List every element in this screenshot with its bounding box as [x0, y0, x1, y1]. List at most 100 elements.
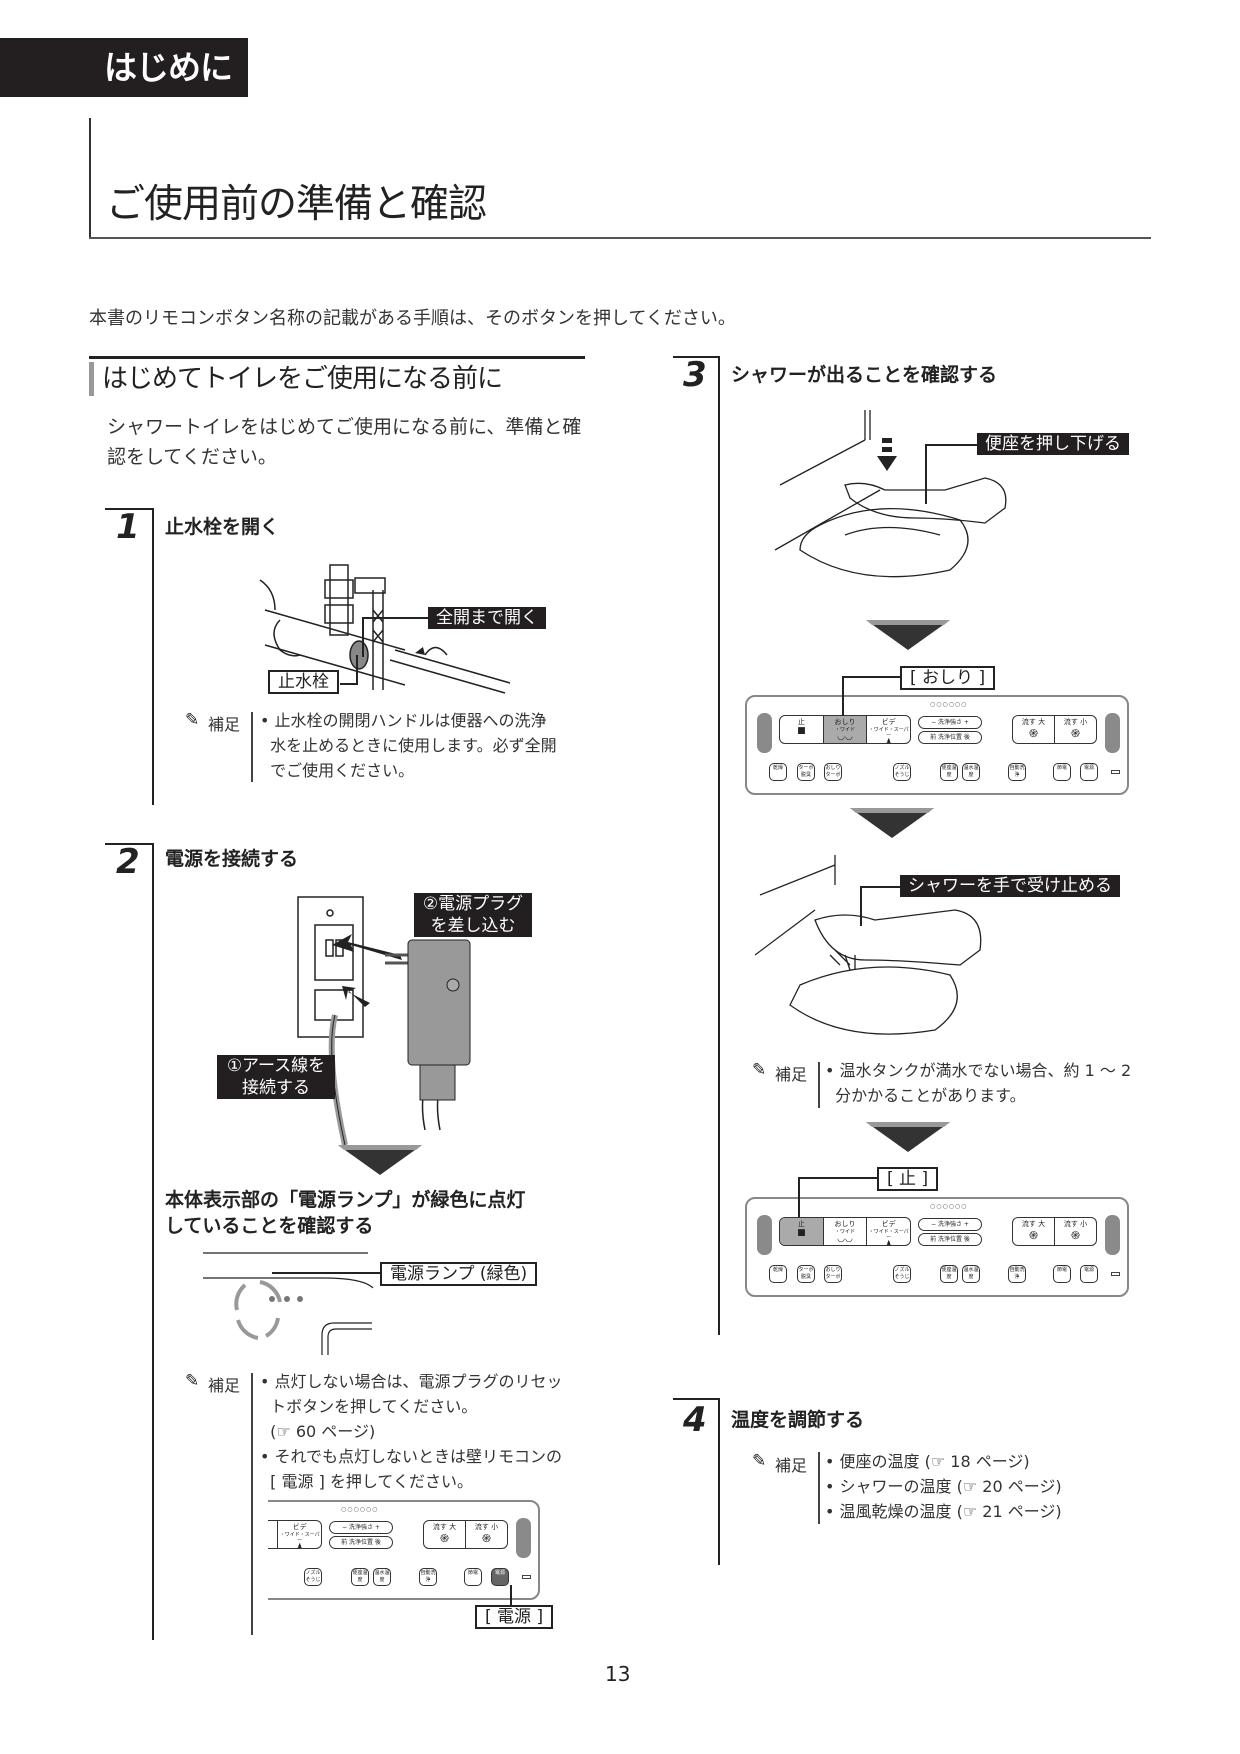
leader-line: [510, 1585, 512, 1605]
note-line[interactable]: • シャワーの温度 (☞ 20 ページ): [825, 1477, 1062, 1496]
remote-button-oshiri[interactable]: おしり・ワイド◡◡: [268, 1521, 279, 1548]
remote-small-button[interactable]: ノズルそうじ: [893, 763, 911, 781]
level-indicator: ○○○○○○: [930, 701, 968, 708]
remote-small-button[interactable]: 乾燥: [769, 763, 787, 781]
note-line: • 止水栓の開閉ハンドルは便器への洗浄: [260, 711, 547, 730]
remote-small-button[interactable]: ノズルそうじ: [893, 1265, 911, 1283]
remote-small-button[interactable]: 自動洗浄: [419, 1568, 437, 1586]
remote-small-button[interactable]: 便座温度: [351, 1568, 369, 1586]
label-press-seat: 便座を押し下げる: [977, 433, 1129, 455]
button-label: おしり: [834, 718, 856, 726]
button-symbol-icon: ♟: [884, 1240, 893, 1246]
button-sublabel: ・ワイド・スーパー: [279, 1532, 320, 1544]
position-control: 前 洗浄位置 後: [918, 731, 982, 744]
step-number: 2: [116, 842, 140, 882]
remote-small-button[interactable]: 便座温度: [940, 1265, 958, 1283]
note-line[interactable]: • 便座の温度 (☞ 18 ページ): [825, 1452, 1030, 1471]
step-rule: [673, 356, 719, 358]
remote-small-button[interactable]: ターボ脱臭: [797, 763, 815, 781]
remote-small-button[interactable]: 便座温度: [940, 763, 958, 781]
remote-small-button[interactable]: 節電: [1053, 763, 1071, 781]
remote-button-oshiri[interactable]: おしり・ワイド◡◡: [823, 716, 868, 743]
arrow-icon: [332, 934, 402, 960]
down-chevron-icon: [866, 1122, 950, 1152]
note-divider: [251, 712, 253, 782]
remote-button-flush-large[interactable]: 流す 大֍: [1013, 716, 1055, 743]
chapter-tab: はじめに: [0, 38, 248, 97]
remote-small-button[interactable]: 温水温度: [373, 1568, 391, 1586]
remote-button-stop[interactable]: 止■: [780, 1218, 824, 1245]
remote-small-button[interactable]: ターボ脱臭: [797, 1265, 815, 1283]
remote-side-pill: [757, 1215, 772, 1255]
remote-button-flush-small[interactable]: 流す 小֍: [1055, 716, 1096, 743]
button-symbol-icon: ◡◡: [837, 732, 853, 742]
remote-button-bidet[interactable]: ビデ・ワイド・スーパー♟: [867, 716, 910, 743]
remote-small-button[interactable]: 自動洗浄: [1008, 763, 1026, 781]
confirm-text: 本体表示部の「電源ランプ」が緑色に点灯していることを確認する: [165, 1187, 525, 1239]
step-rule: [105, 508, 153, 510]
note-line: • 温水タンクが満水でない場合、約 1 ～ 2: [825, 1061, 1132, 1080]
button-label: 流す 大: [432, 1523, 457, 1531]
remote-small-button[interactable]: おしりターボ: [824, 763, 842, 781]
note-line: (☞ 60 ページ): [260, 1422, 376, 1441]
remote-partial-clip: 止■おしり・ワイド◡◡ビデ・ワイド・スーパー♟○○○○○○− 洗浄強さ +前 洗…: [268, 1500, 554, 1600]
shower-hand-illustration: [755, 855, 982, 1035]
note-label: 補足: [208, 1376, 241, 1395]
step-rule: [105, 843, 153, 845]
step-title: 温度を調節する: [731, 1409, 865, 1431]
swirl-icon: ֍: [1029, 727, 1038, 740]
remote-button-flush-large[interactable]: 流す 大֍: [424, 1521, 466, 1548]
label-line: ②電源プラグ: [422, 894, 524, 914]
note-text: • 点灯しない場合は、電源プラグのリセッ トボタンを押してください。 (☞ 60…: [260, 1369, 563, 1494]
remote-small-button[interactable]: 電源: [1080, 763, 1098, 781]
swirl-icon: ֍: [1029, 1229, 1038, 1242]
label-catch-shower: シャワーを手で受け止める: [900, 875, 1120, 897]
label-earth: ①アース線を接続する: [217, 1055, 335, 1099]
label-valve: 止水栓: [268, 670, 339, 694]
button-label: ビデ: [881, 1220, 896, 1228]
remote-small-button[interactable]: 節電: [464, 1568, 482, 1586]
leader-line: [798, 1177, 800, 1217]
wall-remote: 止■おしり・ワイド◡◡ビデ・ワイド・スーパー♟○○○○○○− 洗浄強さ +前 洗…: [745, 695, 1129, 795]
section-rule: [89, 356, 585, 359]
step-title: 電源を接続する: [165, 848, 299, 870]
remote-button-stop[interactable]: 止■: [780, 716, 824, 743]
button-symbol-icon: ♟: [295, 1543, 304, 1549]
note-line: トボタンを押してください。: [260, 1397, 478, 1416]
remote-small-button[interactable]: 節電: [1053, 1265, 1071, 1283]
remote-small-button[interactable]: 温水温度: [962, 1265, 980, 1283]
pencil-icon: ✎: [185, 710, 200, 730]
remote-flush-buttons: 流す 大֍流す 小֍: [423, 1520, 508, 1549]
remote-button-flush-large[interactable]: 流す 大֍: [1013, 1218, 1055, 1245]
leader-line: [842, 676, 900, 678]
power-lamp-illustration: [203, 1252, 374, 1355]
note-line[interactable]: • 温風乾燥の温度 (☞ 21 ページ): [825, 1502, 1062, 1521]
strength-control: − 洗浄強さ +: [918, 1218, 982, 1231]
rotate-arrow-icon: [415, 647, 425, 655]
confirm-line: 本体表示部の「電源ランプ」が緑色に点灯: [165, 1189, 526, 1211]
down-chevron-icon: [866, 620, 950, 650]
note-line: 水を止めるときに使用します。必ず全開: [260, 736, 557, 755]
button-label: 流す 大: [1021, 718, 1046, 726]
swirl-icon: ֍: [482, 1532, 491, 1545]
remote-small-button[interactable]: ノズルそうじ: [304, 1568, 322, 1586]
button-sublabel: ・ワイド: [835, 727, 856, 733]
reset-button: [446, 978, 460, 992]
remote-small-button[interactable]: 温水温度: [962, 763, 980, 781]
remote-small-button[interactable]: 自動洗浄: [1008, 1265, 1026, 1283]
remote-button-flush-small[interactable]: 流す 小֍: [466, 1521, 507, 1548]
button-symbol-icon: ◡◡: [837, 1234, 853, 1244]
remote-small-button[interactable]: 乾燥: [769, 1265, 787, 1283]
remote-button-flush-small[interactable]: 流す 小֍: [1055, 1218, 1096, 1245]
remote-button-oshiri[interactable]: おしり・ワイド◡◡: [824, 1218, 868, 1245]
button-sublabel: ・ワイド・スーパー: [868, 727, 909, 739]
remote-small-button[interactable]: 電源: [1080, 1265, 1098, 1283]
button-label: おしり: [268, 1523, 277, 1532]
note-divider: [818, 1062, 820, 1108]
remote-small-button[interactable]: おしりターボ: [824, 1265, 842, 1283]
battery-icon: [522, 1575, 531, 1579]
remote-button-bidet[interactable]: ビデ・ワイド・スーパー♟: [278, 1521, 321, 1548]
label-open-full: 全開まで開く: [428, 607, 546, 629]
remote-button-bidet[interactable]: ビデ・ワイド・スーパー♟: [867, 1218, 910, 1245]
remote-small-button[interactable]: 電源: [491, 1568, 509, 1586]
